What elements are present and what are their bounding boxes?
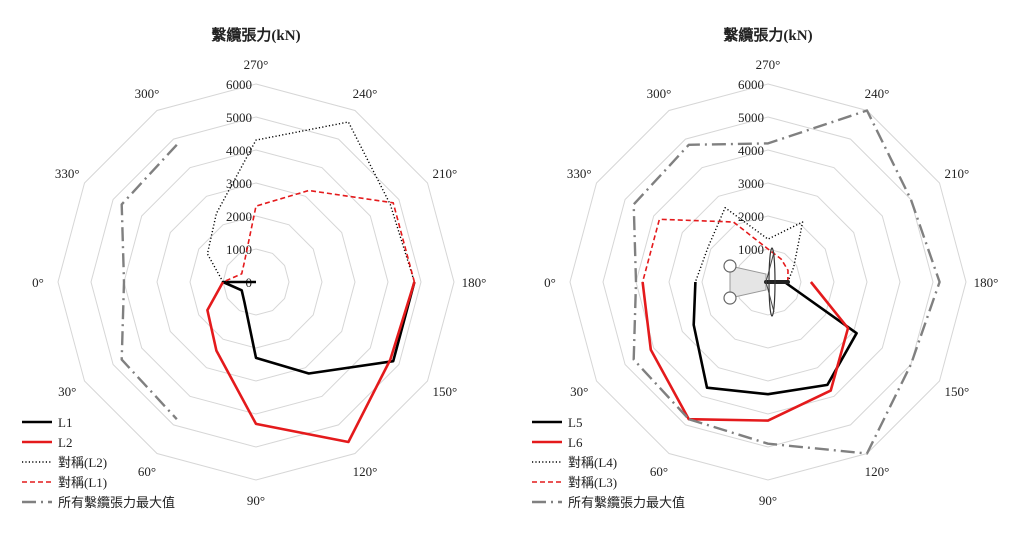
series-line-3 [206, 121, 416, 283]
angle-label: 210° [432, 166, 457, 181]
grid-ring [602, 116, 934, 448]
grid-ring [156, 182, 356, 382]
angle-label: 300° [135, 86, 160, 101]
angle-label: 210° [944, 166, 969, 181]
series-line-4 [641, 218, 789, 283]
angle-label: 150° [432, 384, 457, 399]
angle-label: 120° [865, 464, 890, 479]
angle-label: 330° [55, 166, 80, 181]
grid-ring [222, 248, 290, 316]
angle-label: 300° [647, 86, 672, 101]
angle-label: 240° [865, 86, 890, 101]
series-line-1 [221, 280, 416, 375]
legend-label: L5 [568, 415, 582, 430]
angle-label: 30° [58, 384, 76, 399]
series-line-5 [120, 143, 178, 421]
grid-ring [635, 149, 901, 415]
legend-label: 對稱(L3) [568, 475, 617, 490]
legend-label: 對稱(L2) [58, 455, 107, 470]
angle-label: 60° [138, 464, 156, 479]
grid-ring [57, 83, 455, 481]
angle-label: 180° [462, 275, 487, 290]
legend-label: L2 [58, 435, 72, 450]
legend-label: L1 [58, 415, 72, 430]
angle-label: 240° [353, 86, 378, 101]
angle-label: 0° [32, 275, 44, 290]
angle-label: 120° [353, 464, 378, 479]
angle-label: 0° [544, 275, 556, 290]
grid-ring [734, 248, 802, 316]
radar-chart-right: 繫纜張力(kN) 270° 240° 210° 180° 150° 120° 90° 60° 30… [532, 26, 998, 510]
series-line-1 [692, 280, 858, 396]
angle-label: 150° [944, 384, 969, 399]
series-line-2 [641, 281, 850, 422]
angle-label: 270° [244, 57, 269, 72]
radial-tick-label: 6000 [738, 77, 764, 92]
angle-label: 90° [759, 493, 777, 508]
radial-tick-label: 4000 [226, 143, 252, 158]
legend-label: 對稱(L1) [58, 475, 107, 490]
angle-label: 270° [756, 57, 781, 72]
grid-ring [189, 215, 323, 349]
angle-label: 180° [974, 275, 999, 290]
series-line-5 [632, 109, 941, 455]
radial-tick-label: 2000 [226, 209, 252, 224]
grid-ring [701, 215, 835, 349]
radial-tick-label: 2000 [738, 209, 764, 224]
vessel-schematic-icon [723, 247, 790, 317]
angle-label: 60° [650, 464, 668, 479]
radial-tick-label: 6000 [226, 77, 252, 92]
grid-ring [123, 149, 389, 415]
legend-label: 對稱(L4) [568, 455, 617, 470]
angle-label: 330° [567, 166, 592, 181]
legend-label: 所有繫纜張力最大值 [58, 495, 175, 510]
radar-chart-left: 繫纜張力(kN) 270° 240° 210° 180° 150° 120° 90° 60° 30… [22, 26, 486, 510]
radial-tick-label: 5000 [226, 110, 252, 125]
chart-title: 繫纜張力(kN) [723, 26, 812, 44]
radial-tick-label: 1000 [226, 242, 252, 257]
radial-tick-label: 5000 [738, 110, 764, 125]
grid-ring [569, 83, 967, 481]
radial-tick-label: 1000 [738, 242, 764, 257]
angle-label: 90° [247, 493, 265, 508]
grid-ring [90, 116, 422, 448]
legend-label: L6 [568, 435, 583, 450]
grid-ring [668, 182, 868, 382]
radial-tick-label: 3000 [226, 176, 252, 191]
legend-label: 所有繫纜張力最大值 [568, 495, 685, 510]
series-line-4 [222, 189, 416, 283]
radial-tick-label: 3000 [738, 176, 764, 191]
series-line-2 [206, 281, 416, 444]
angle-label: 30° [570, 384, 588, 399]
chart-title: 繫纜張力(kN) [211, 26, 300, 44]
radial-tick-label: 4000 [738, 143, 764, 158]
